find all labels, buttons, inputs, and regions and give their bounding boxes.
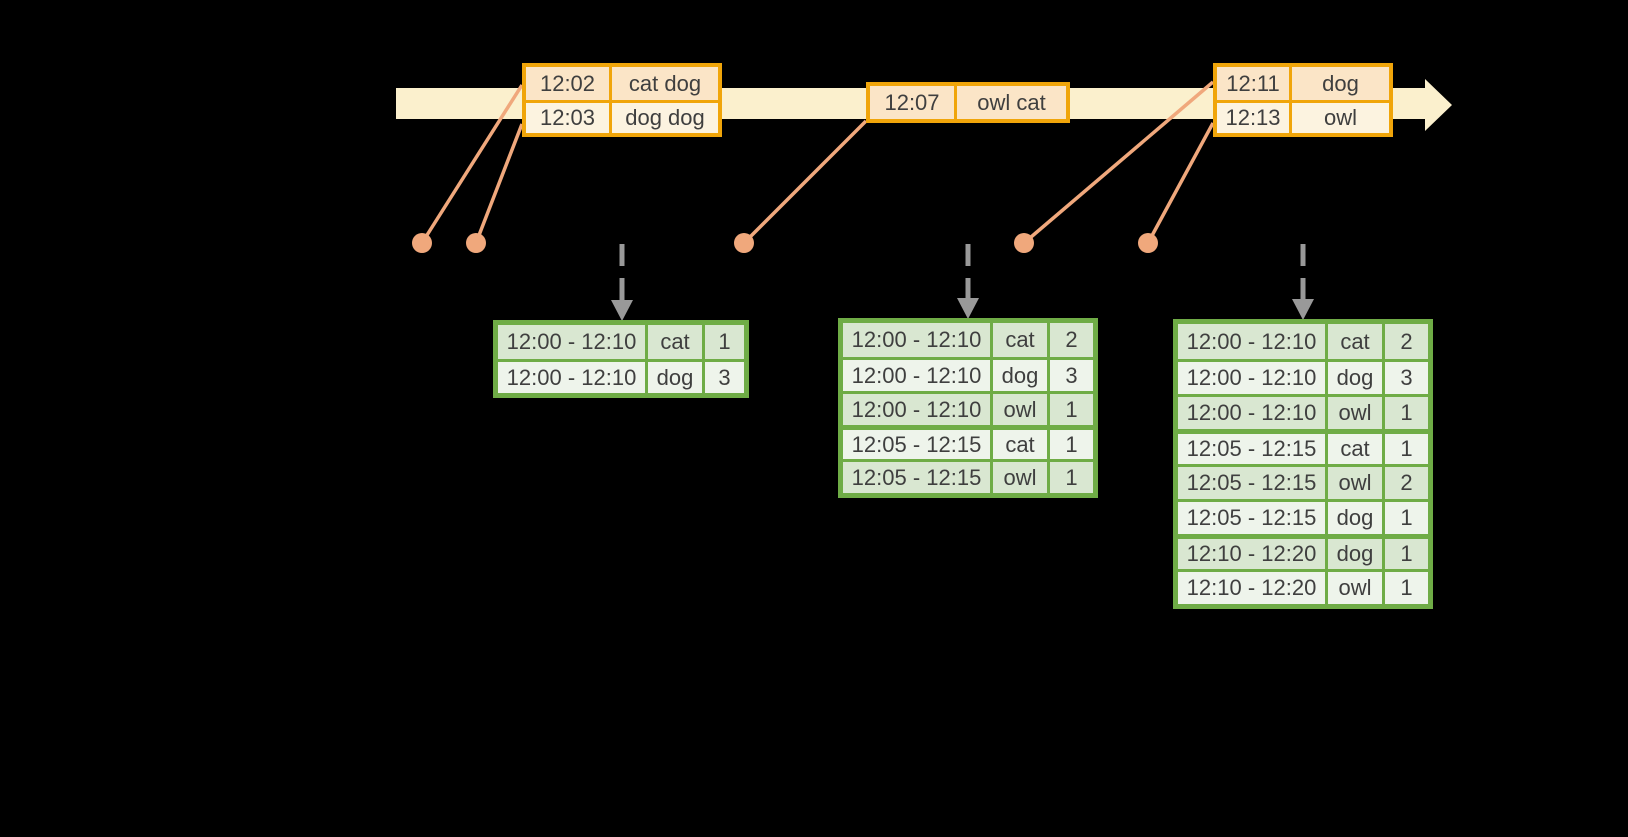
- window-cell: 12:00 - 12:10: [851, 327, 982, 352]
- word-cell: owl: [990, 394, 1047, 425]
- count-cell: 1: [1047, 394, 1093, 425]
- word-cell: cat: [990, 430, 1047, 459]
- count-cell: 2: [1382, 467, 1428, 499]
- window-cell: 12:05 - 12:15: [851, 431, 982, 457]
- result-row: 12:00 - 12:10 owl 1: [1178, 394, 1428, 429]
- result-table-2: 12:00 - 12:10 cat 2 12:00 - 12:10 dog 3 …: [838, 318, 1098, 498]
- window-cell: 12:00 - 12:10: [1186, 365, 1317, 390]
- word-cell: dog: [1325, 502, 1382, 534]
- result-row: 12:00 - 12:10 dog 3: [843, 357, 1093, 391]
- word-cell: dog: [645, 362, 702, 393]
- result-row: 12:00 - 12:10 dog 3: [498, 359, 744, 393]
- window-cell: 12:05 - 12:15: [1186, 436, 1317, 461]
- event-time-cell: 12:07: [884, 89, 940, 115]
- event-table-1: 12:02 cat dog 12:03 dog dog: [522, 63, 722, 137]
- result-row: 12:00 - 12:10 dog 3: [1178, 359, 1428, 394]
- word-cell: owl: [1325, 397, 1382, 429]
- event-dot-5: [1138, 233, 1158, 253]
- event-time-cell: 12:11: [1226, 70, 1280, 96]
- event-words-cell: owl cat: [954, 86, 1066, 119]
- result-row: 12:00 - 12:10 cat 2: [843, 323, 1093, 357]
- word-cell: dog: [1325, 362, 1382, 394]
- count-cell: 1: [1382, 397, 1428, 429]
- trigger-arrow-head-1: [611, 300, 633, 321]
- count-cell: 1: [1047, 462, 1093, 493]
- event-dot-3: [734, 233, 754, 253]
- word-cell: owl: [990, 462, 1047, 493]
- event-dot-2: [466, 233, 486, 253]
- count-cell: 3: [1047, 360, 1093, 391]
- count-cell: 3: [702, 362, 744, 393]
- count-cell: 1: [1382, 572, 1428, 604]
- event-words-cell: owl: [1289, 103, 1389, 133]
- event-row: 12:03 dog dog: [526, 100, 718, 133]
- result-row: 12:00 - 12:10 cat 2: [1178, 324, 1428, 359]
- count-cell: 1: [1047, 430, 1093, 459]
- result-row: 12:05 - 12:15 owl 1: [843, 459, 1093, 493]
- event-time-cell: 12:13: [1225, 105, 1281, 130]
- word-cell: owl: [1325, 572, 1382, 604]
- word-cell: cat: [1325, 434, 1382, 464]
- result-row: 12:00 - 12:10 owl 1: [843, 391, 1093, 425]
- event-connector-line-4: [1022, 80, 1215, 245]
- word-cell: dog: [990, 360, 1047, 391]
- result-row: 12:00 - 12:10 cat 1: [498, 325, 744, 359]
- event-connector-line-5: [1146, 122, 1215, 244]
- result-row: 12:05 - 12:15 dog 1: [1178, 499, 1428, 534]
- window-cell: 12:10 - 12:20: [1186, 575, 1317, 600]
- event-table-2: 12:07 owl cat: [866, 82, 1070, 123]
- event-time-cell: 12:03: [539, 105, 596, 130]
- event-row: 12:02 cat dog: [526, 67, 718, 100]
- window-cell: 12:10 - 12:20: [1186, 541, 1317, 566]
- count-cell: 1: [1382, 502, 1428, 534]
- event-row: 12:13 owl: [1217, 100, 1389, 133]
- count-cell: 2: [1047, 323, 1093, 357]
- result-table-3: 12:00 - 12:10 cat 2 12:00 - 12:10 dog 3 …: [1173, 319, 1433, 609]
- window-cell: 12:05 - 12:15: [851, 464, 982, 490]
- event-connector-line-3: [742, 119, 868, 245]
- event-table-3: 12:11 dog 12:13 owl: [1213, 63, 1393, 137]
- event-words-cell: cat dog: [609, 67, 718, 100]
- event-row: 12:11 dog: [1217, 67, 1389, 100]
- window-cell: 12:00 - 12:10: [506, 364, 637, 390]
- count-cell: 1: [702, 325, 744, 359]
- window-cell: 12:05 - 12:15: [1186, 505, 1317, 530]
- result-row: 12:05 - 12:15 owl 2: [1178, 464, 1428, 499]
- result-row: 12:05 - 12:15 cat 1: [843, 425, 1093, 459]
- event-time-axis-arrowhead: [1425, 79, 1452, 131]
- result-row: 12:10 - 12:20 owl 1: [1178, 569, 1428, 604]
- count-cell: 1: [1382, 539, 1428, 569]
- event-dot-4: [1014, 233, 1034, 253]
- word-cell: cat: [990, 323, 1047, 357]
- event-row: 12:07 owl cat: [870, 86, 1066, 119]
- event-words-cell: dog: [1289, 67, 1389, 100]
- word-cell: cat: [1325, 324, 1382, 359]
- event-connector-line-2: [474, 123, 524, 244]
- count-cell: 1: [1382, 434, 1428, 464]
- result-row: 12:10 - 12:20 dog 1: [1178, 534, 1428, 569]
- count-cell: 2: [1382, 324, 1428, 359]
- result-table-1: 12:00 - 12:10 cat 1 12:00 - 12:10 dog 3: [493, 320, 749, 398]
- word-cell: dog: [1325, 539, 1382, 569]
- event-time-cell: 12:02: [539, 70, 596, 96]
- trigger-arrow-head-3: [1292, 299, 1314, 320]
- window-cell: 12:00 - 12:10: [506, 329, 637, 354]
- word-cell: owl: [1325, 467, 1382, 499]
- result-row: 12:05 - 12:15 cat 1: [1178, 429, 1428, 464]
- window-cell: 12:00 - 12:10: [1186, 328, 1317, 354]
- event-connector-line-1: [420, 84, 524, 244]
- trigger-arrow-head-2: [957, 298, 979, 319]
- window-cell: 12:00 - 12:10: [1186, 400, 1317, 425]
- word-cell: cat: [645, 325, 702, 359]
- event-words-cell: dog dog: [609, 103, 718, 133]
- window-cell: 12:05 - 12:15: [1186, 470, 1317, 495]
- window-cell: 12:00 - 12:10: [851, 362, 982, 388]
- count-cell: 3: [1382, 362, 1428, 394]
- event-dot-1: [412, 233, 432, 253]
- window-cell: 12:00 - 12:10: [851, 396, 982, 422]
